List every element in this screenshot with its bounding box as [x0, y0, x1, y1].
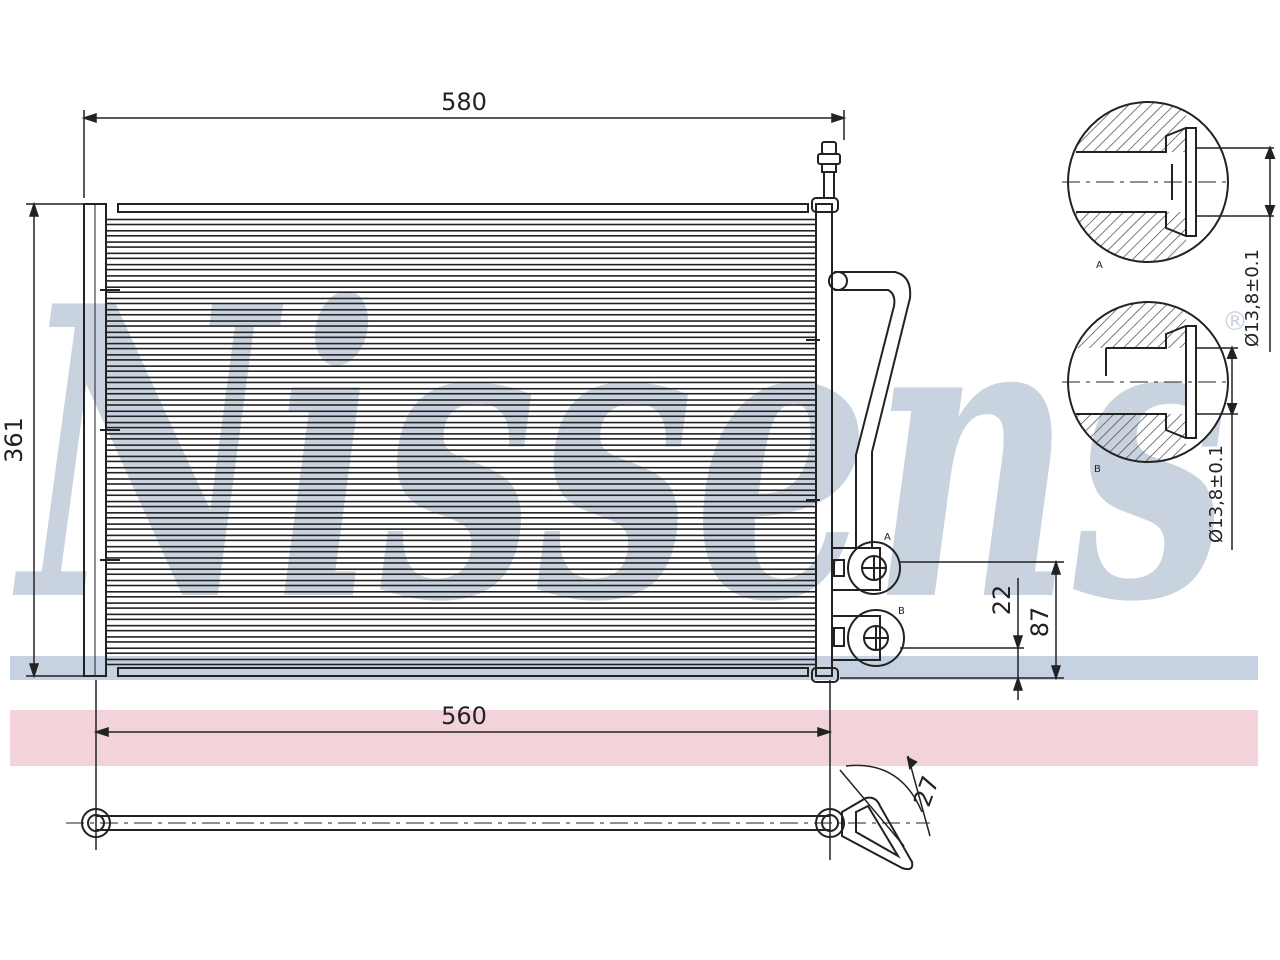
dimension-core-width-label: 560: [441, 702, 487, 730]
dimension-fitting-offsets: [840, 559, 1064, 700]
condenser-tube: [105, 478, 817, 485]
condenser-tube: [105, 297, 817, 305]
condenser-tube: [105, 602, 817, 609]
condenser-tube: [105, 342, 817, 350]
condenser-tube: [105, 308, 817, 316]
dimension-height-label: 361: [0, 417, 28, 463]
condenser-tube: [105, 591, 817, 598]
pink-band: [10, 710, 1258, 766]
dimension-offset-22-label: 22: [988, 585, 1016, 616]
top-mounting-pin: [817, 141, 841, 199]
registered-mark: ®: [1222, 307, 1248, 337]
fitting-b-diameter-label: Ø13,8±0.1: [1206, 445, 1227, 543]
condenser-tube: [105, 252, 817, 260]
dimension-overall-width: [81, 110, 847, 198]
condenser-tube: [105, 399, 817, 406]
fitting-a-diameter-label: Ø13,8±0.1: [1242, 249, 1263, 347]
condenser-tube: [105, 523, 817, 530]
fitting-b-label: B: [898, 606, 905, 617]
condenser-tube: [105, 376, 817, 384]
condenser-tube: [105, 263, 817, 271]
condenser-tube: [105, 647, 817, 655]
detail-a-label: A: [1096, 260, 1103, 271]
condenser-tube: [105, 410, 817, 418]
dimension-height: [26, 201, 84, 679]
condenser-tube: [105, 455, 817, 463]
condenser-tube: [105, 466, 817, 474]
condenser-tube: [105, 568, 817, 576]
condenser-tube: [105, 421, 817, 429]
condenser-tube: [105, 218, 817, 226]
condenser-tube: [105, 500, 817, 508]
refrigerant-pipe: [828, 271, 912, 548]
condenser-tube: [105, 331, 817, 339]
condenser-tube: [105, 229, 817, 237]
condenser-tube: [105, 534, 817, 542]
condenser-core: [83, 197, 839, 683]
condenser-tube: [105, 387, 817, 395]
condenser-tube: [105, 365, 817, 372]
side-view: [66, 755, 931, 871]
condenser-tube: [105, 613, 817, 621]
fitting-a: [831, 541, 901, 595]
condenser-tube: [105, 636, 817, 643]
condenser-tube: [105, 433, 817, 440]
condenser-tube: [105, 275, 817, 282]
dimension-offset-87-label: 87: [1026, 607, 1054, 638]
condenser-tube: [105, 512, 817, 519]
dimension-overall-width-label: 580: [441, 88, 487, 116]
condenser-tube: [105, 579, 817, 587]
condenser-tube: [105, 489, 817, 497]
condenser-tube: [105, 241, 817, 248]
condenser-tube: [105, 658, 817, 666]
condenser-tube: [105, 624, 817, 632]
fitting-a-label: A: [884, 532, 891, 543]
condenser-tube: [105, 444, 817, 451]
fitting-b: [831, 609, 905, 667]
condenser-tube: [105, 320, 817, 327]
detail-b-label: B: [1094, 464, 1101, 475]
condenser-tube: [105, 545, 817, 553]
condenser-tube: [105, 354, 817, 361]
